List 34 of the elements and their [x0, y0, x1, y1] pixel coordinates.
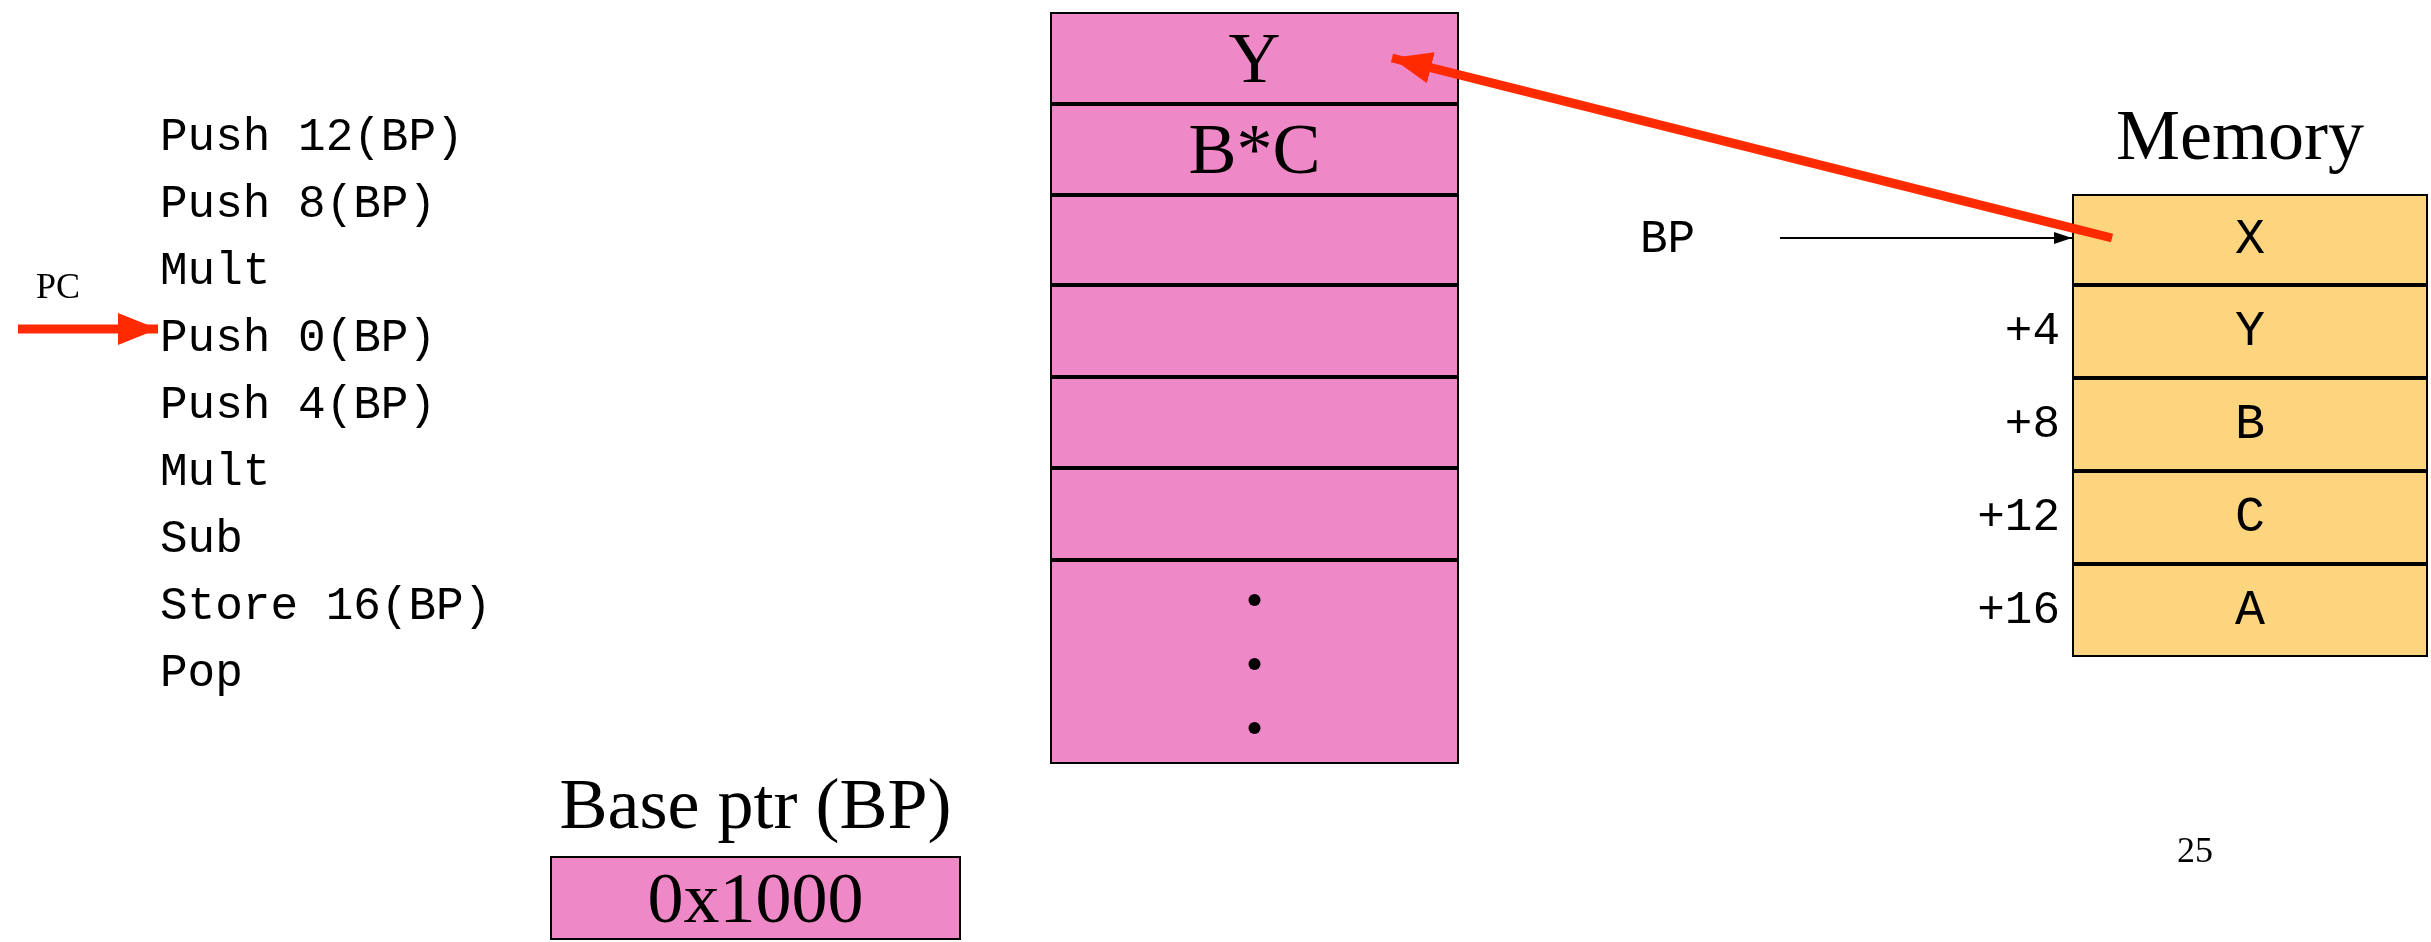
register-label: PC	[26, 262, 90, 310]
page-number: 25	[2176, 829, 2214, 872]
empty-stack-cell	[1050, 468, 1459, 560]
instruction: Push 12(BP)	[160, 110, 540, 166]
memory-cell: X	[2072, 194, 2428, 285]
empty-stack-cell	[1050, 285, 1459, 377]
empty-stack-cell	[1050, 560, 1459, 764]
memory-cell: Y	[2072, 285, 2428, 378]
offset-label: +8	[2003, 397, 2060, 453]
stack-cell: B*C	[1050, 104, 1459, 195]
instruction: Push 8(BP)	[160, 177, 540, 233]
offset-label: +12	[1976, 490, 2060, 546]
heading: Memory	[2115, 93, 2365, 177]
stack-cell: Y	[1050, 12, 1459, 104]
memory-cell: B	[2072, 378, 2428, 471]
empty-stack-cell	[1050, 195, 1459, 285]
offset-label: +4	[2003, 304, 2060, 360]
instruction: Store 16(BP)	[160, 579, 540, 635]
heading: Base ptr (BP)	[558, 762, 953, 846]
instruction: Sub	[160, 512, 540, 568]
instruction: Push 4(BP)	[160, 378, 540, 434]
arrow	[18, 313, 158, 345]
register-box: 0x1000	[550, 856, 961, 940]
instruction: Pop	[160, 646, 540, 702]
empty-stack-cell	[1050, 377, 1459, 468]
arrow	[1779, 232, 2073, 244]
instruction: Mult	[160, 244, 540, 300]
pointer-label: BP	[1640, 212, 1750, 268]
offset-label: +16	[1976, 583, 2060, 639]
instruction: Push 0(BP)	[160, 311, 540, 367]
memory-cell: C	[2072, 471, 2428, 564]
memory-cell: A	[2072, 564, 2428, 657]
instruction: Mult	[160, 445, 540, 501]
arrow	[1390, 52, 2114, 243]
